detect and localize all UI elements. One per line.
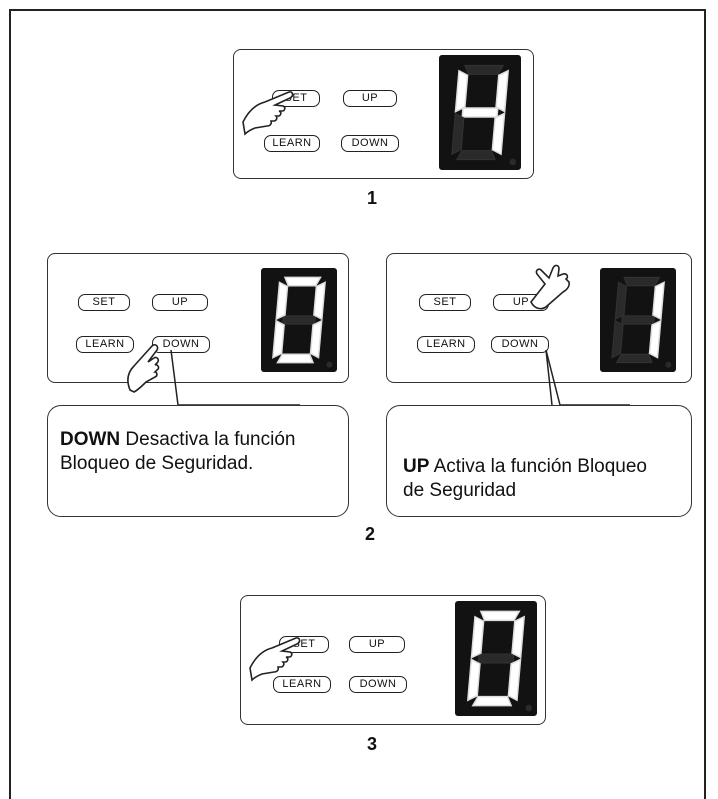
decimal-point	[509, 158, 517, 166]
decimal-point	[665, 361, 672, 368]
decimal-point	[326, 361, 333, 368]
seven-segment-display	[439, 55, 521, 170]
segment-d	[276, 353, 315, 364]
step3-panel: SET UP LEARN DOWN	[240, 595, 546, 725]
learn-button[interactable]: LEARN	[417, 336, 475, 353]
up-button[interactable]: UP	[152, 294, 208, 311]
step1-panel: SET UP LEARN DOWN	[233, 49, 534, 179]
digit-0	[466, 610, 533, 712]
step-number-2: 2	[364, 524, 375, 544]
digit-1	[611, 276, 672, 368]
digit-0	[272, 276, 333, 368]
decimal-point	[525, 704, 533, 712]
digit-4	[451, 64, 517, 166]
segment-e	[451, 112, 465, 156]
diagram-frame	[9, 9, 706, 799]
segment-e	[272, 319, 285, 359]
up-description: Activa la función Bloqueo de Seguridad	[403, 456, 647, 501]
segment-b	[511, 615, 526, 659]
segment-g	[477, 653, 515, 664]
segment-f	[614, 281, 628, 320]
learn-button[interactable]: LEARN	[273, 676, 331, 693]
pointing-hand-icon	[127, 343, 160, 393]
up-keyword: UP	[403, 456, 430, 477]
segment-a	[623, 276, 661, 287]
down-button[interactable]: DOWN	[349, 676, 407, 693]
down-callout-text: DOWN Desactiva la función Bloqueo de Seg…	[60, 428, 330, 476]
set-button[interactable]: SET	[78, 294, 130, 311]
step-number-1: 1	[366, 188, 377, 208]
pointing-hand-icon	[249, 637, 301, 682]
up-callout-text: UP Activa la función Bloqueo de Segurida…	[403, 455, 673, 503]
seven-segment-display	[261, 268, 337, 372]
segment-c	[491, 112, 506, 156]
segment-d	[471, 695, 513, 707]
segment-c	[309, 319, 323, 359]
segment-b	[652, 281, 665, 321]
segment-b	[495, 69, 510, 113]
set-button[interactable]: SET	[419, 294, 471, 311]
down-button[interactable]: DOWN	[341, 135, 399, 152]
down-description: Desactiva la función Bloqueo de Segurida…	[60, 429, 296, 474]
segment-e	[611, 320, 624, 359]
pointing-hand-icon	[530, 264, 570, 310]
segment-a	[464, 64, 505, 75]
segment-d	[615, 353, 653, 364]
up-callout-box	[386, 405, 692, 517]
segment-f	[470, 615, 485, 659]
segment-f	[454, 69, 469, 113]
segment-b	[313, 281, 326, 321]
segment-a	[479, 610, 521, 622]
pointing-hand-icon	[242, 91, 294, 136]
up-button[interactable]: UP	[349, 636, 405, 653]
segment-f	[275, 281, 289, 321]
down-callout-box	[47, 405, 349, 517]
segment-c	[648, 319, 662, 359]
seven-segment-display	[455, 601, 537, 716]
learn-button[interactable]: LEARN	[264, 135, 320, 152]
up-button[interactable]: UP	[343, 90, 397, 107]
down-button[interactable]: DOWN	[152, 336, 210, 353]
down-button[interactable]: DOWN	[491, 336, 549, 353]
seven-segment-display	[600, 268, 676, 372]
segment-a	[283, 276, 322, 287]
step2-right-panel: SET UP LEARN DOWN	[386, 253, 692, 383]
segment-e	[466, 658, 481, 702]
segment-c	[507, 658, 522, 702]
step-number-3: 3	[366, 734, 377, 754]
learn-button[interactable]: LEARN	[76, 336, 134, 353]
step2-left-panel: SET UP LEARN DOWN	[47, 253, 349, 393]
segment-d	[455, 150, 496, 161]
down-keyword: DOWN	[60, 429, 121, 450]
